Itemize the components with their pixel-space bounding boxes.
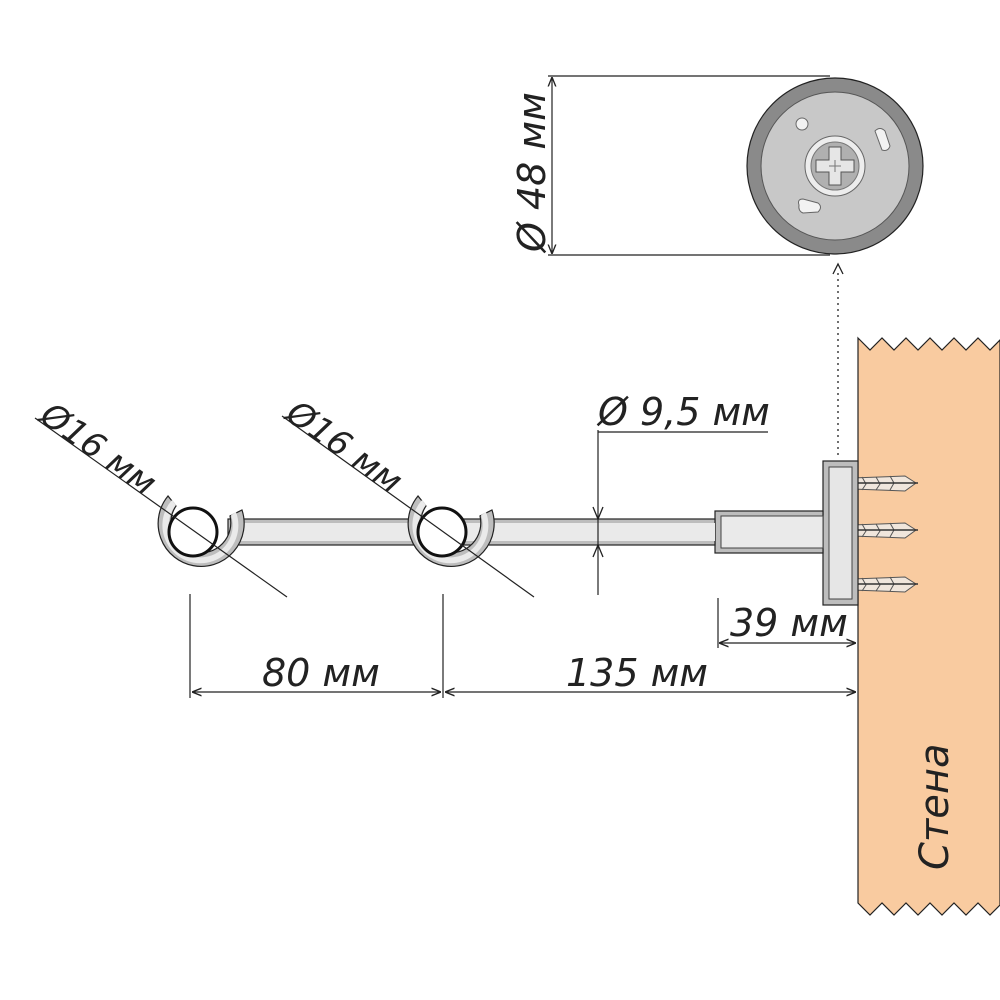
pipe-1 — [167, 506, 219, 558]
pipe-2 — [416, 506, 468, 558]
flange-diameter-dimension: Ø 48 мм — [510, 75, 830, 256]
flange-top-view — [746, 77, 924, 255]
ring-holder-1 — [157, 495, 245, 567]
flange-slot-right — [874, 128, 891, 151]
ring-spacing-dimension: 80 мм — [189, 594, 444, 698]
rod-diameter-dimension: Ø 9,5 мм — [592, 390, 770, 595]
phillips-screw-icon — [815, 146, 855, 186]
rod-length-label: 135 мм — [566, 651, 708, 695]
ring2-diameter-dimension: Ø16 мм — [277, 392, 535, 598]
wall: Стена — [857, 336, 1000, 916]
flange-hole-small — [795, 117, 809, 131]
ring-spacing-label: 80 мм — [262, 651, 380, 695]
flange-slot-bottom — [798, 198, 821, 214]
ring1-diameter-dimension: Ø16 мм — [31, 394, 288, 598]
ring-holder-2 — [407, 495, 495, 567]
ring1-diameter-label: Ø16 мм — [31, 394, 164, 504]
wall-label: Стена — [912, 743, 958, 870]
rod-length-dimension: 135 мм — [446, 651, 855, 695]
base-length-dimension: 39 мм — [717, 598, 855, 648]
rod-diameter-label: Ø 9,5 мм — [596, 390, 770, 434]
flange-diameter-label: Ø 48 мм — [510, 92, 554, 254]
bracket-side-view — [157, 460, 918, 606]
view-leader — [832, 262, 844, 455]
ring2-diameter-label: Ø16 мм — [277, 392, 410, 502]
base-length-label: 39 мм — [730, 601, 848, 645]
